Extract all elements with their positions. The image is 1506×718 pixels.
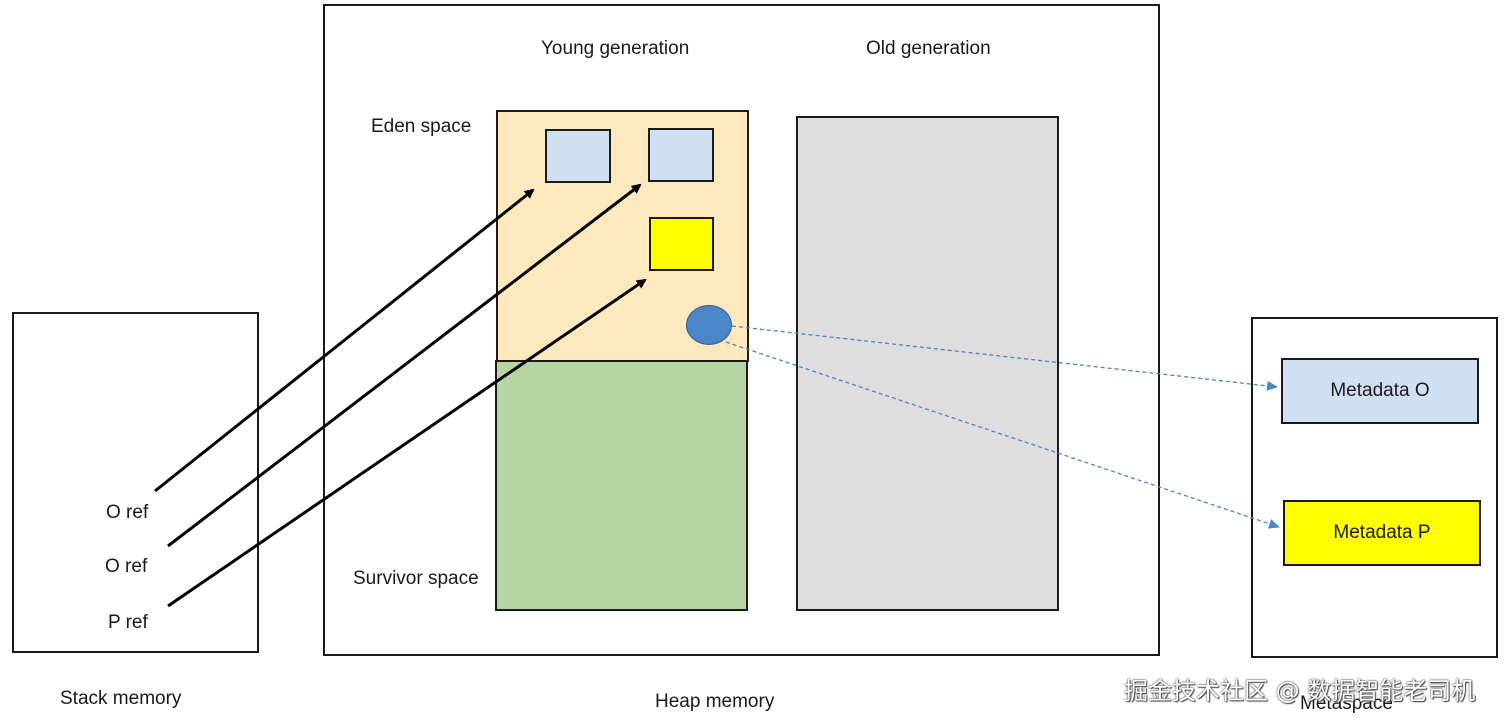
metadata-p-label: Metadata P: [1333, 522, 1431, 543]
young-generation-label: Young generation: [541, 38, 690, 59]
ref-arrow-o-2: [167, 183, 642, 548]
ref-arrow-o-1: [154, 188, 535, 493]
watermark-text: 掘金技术社区 @ 数据智能老司机: [1124, 677, 1476, 705]
object-o-2: [648, 128, 714, 182]
object-p: [649, 217, 714, 271]
metadata-p-box: Metadata P: [1283, 500, 1481, 566]
stack-ref-o-1: O ref: [106, 502, 149, 523]
metaspace-box: [1251, 317, 1498, 658]
stack-ref-p: P ref: [108, 612, 148, 633]
metadata-o-label: Metadata O: [1330, 380, 1430, 401]
metadata-o-box: Metadata O: [1281, 358, 1479, 424]
class-object-circle: [686, 305, 732, 345]
eden-space-label: Eden space: [371, 116, 472, 137]
survivor-space-region: [495, 360, 748, 611]
heap-memory-caption: Heap memory: [655, 691, 775, 712]
ref-arrow-p: [167, 278, 647, 608]
meta-arrow-o: [731, 325, 1278, 391]
stack-ref-o-2: O ref: [105, 556, 148, 577]
stack-memory-caption: Stack memory: [60, 688, 182, 709]
heap-memory-box: [323, 4, 1160, 656]
old-generation-label: Old generation: [866, 38, 991, 59]
survivor-space-label: Survivor space: [353, 568, 479, 589]
metaspace-caption: Metaspace: [1300, 693, 1393, 714]
old-generation-region: [796, 116, 1059, 611]
object-o-1: [545, 129, 611, 183]
stack-memory-box: [12, 312, 259, 653]
meta-arrow-p: [725, 341, 1280, 529]
